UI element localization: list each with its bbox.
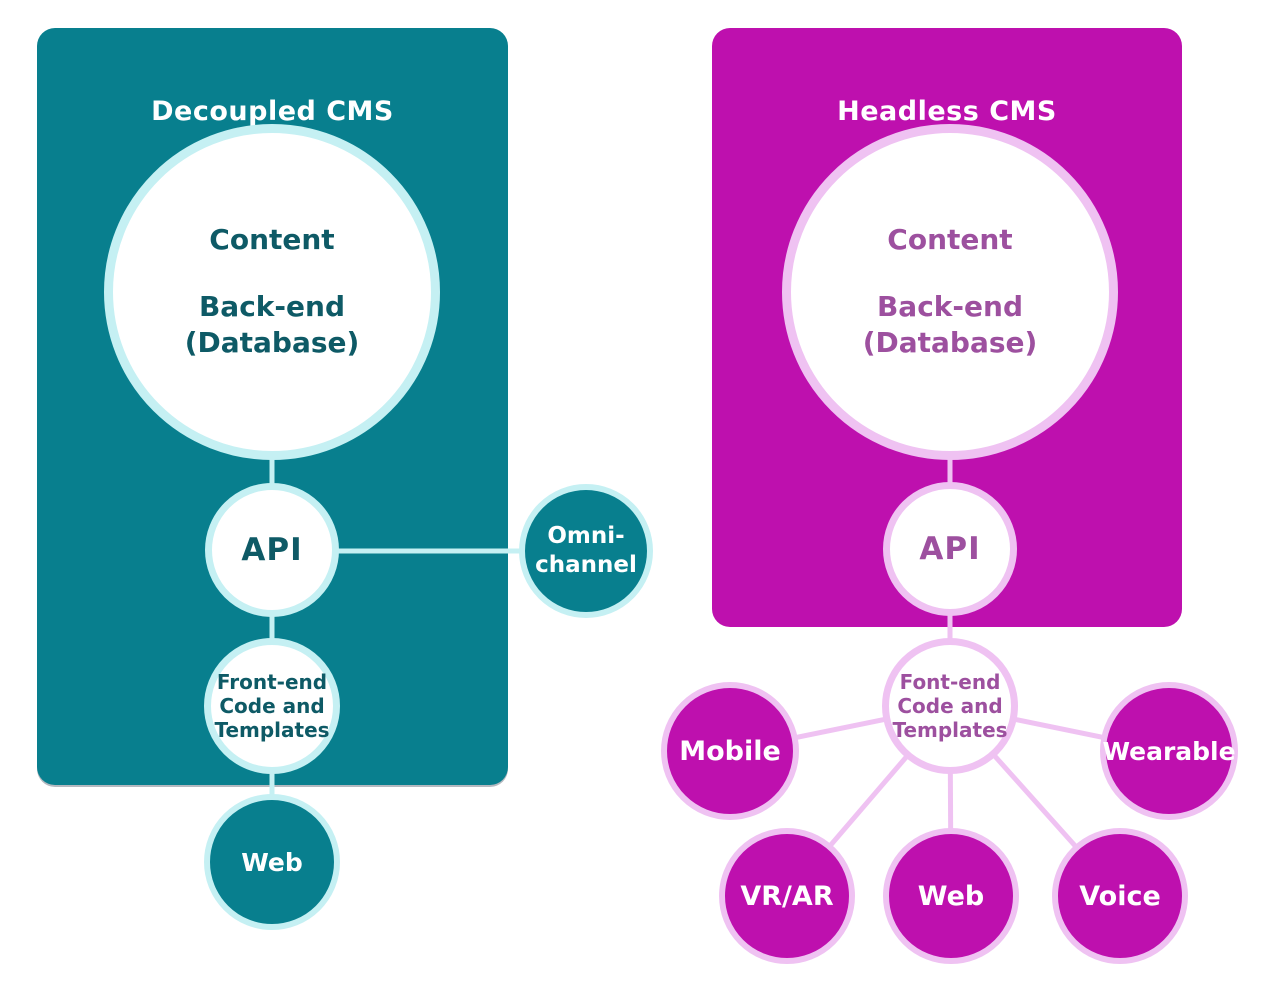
fontend-line2: Code and — [897, 694, 1003, 718]
headless-cms-title: Headless CMS — [837, 96, 1057, 127]
backend-label: Back-end — [198, 289, 346, 323]
mobile-label: Mobile — [679, 735, 781, 767]
api-node-left: API — [205, 483, 339, 617]
frontend-line1: Front-end — [216, 670, 328, 694]
omni-line1: Omni- — [547, 523, 625, 550]
web-label-right: Web — [917, 880, 985, 912]
omni-line2: channel — [535, 552, 637, 578]
content-backend-node-left: Content Back-end (Database) — [104, 124, 440, 460]
web-label-left: Web — [241, 847, 303, 877]
vrar-label: VR/AR — [740, 880, 834, 912]
content-label: Content — [887, 222, 1013, 256]
frontend-code-node-right: Font-end Code and Templates — [882, 638, 1018, 774]
backend-label: Back-end — [876, 289, 1024, 323]
database-label: (Database) — [184, 326, 360, 360]
decoupled-cms-title: Decoupled CMS — [151, 96, 394, 127]
fontend-line3: Templates — [892, 718, 1008, 742]
web-node-right: Web — [883, 828, 1019, 964]
vrar-node: VR/AR — [719, 828, 855, 964]
api-label-right: API — [919, 531, 981, 567]
frontend-line2: Code and — [219, 694, 325, 718]
fontend-line1: Font-end — [899, 670, 1001, 694]
mobile-node: Mobile — [661, 682, 799, 820]
web-node-left: Web — [204, 794, 340, 930]
wearable-node: Wearable — [1100, 682, 1238, 820]
content-backend-node-right: Content Back-end (Database) — [782, 124, 1118, 460]
wearable-label: Wearable — [1102, 736, 1236, 766]
voice-node: Voice — [1052, 828, 1188, 964]
database-label: (Database) — [862, 326, 1038, 360]
omnichannel-node: Omni- channel — [519, 484, 653, 618]
voice-label: Voice — [1079, 880, 1161, 912]
api-label-left: API — [241, 532, 303, 568]
api-node-right: API — [883, 482, 1017, 616]
frontend-code-node-left: Front-end Code and Templates — [204, 638, 340, 774]
content-label: Content — [209, 222, 335, 256]
frontend-line3: Templates — [214, 718, 330, 742]
